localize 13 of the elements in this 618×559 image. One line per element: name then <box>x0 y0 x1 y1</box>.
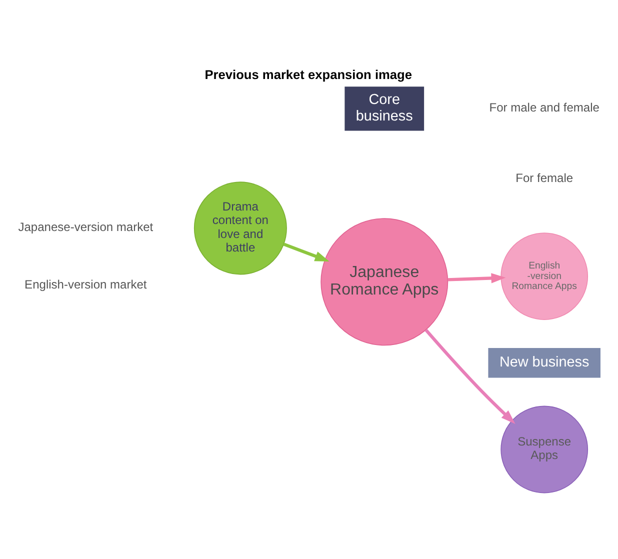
node-box: New business <box>488 348 600 378</box>
node-circle: Drama content on love and battle <box>194 182 287 275</box>
node-circle: English -version Romance Apps <box>500 232 588 320</box>
arrow <box>448 273 506 284</box>
diagram-title: Previous market expansion image <box>204 66 412 82</box>
arrow <box>283 242 330 262</box>
label: For male and female <box>489 100 600 115</box>
arrow <box>424 329 516 424</box>
label: For female <box>516 171 574 186</box>
node-box: Core business <box>344 86 424 131</box>
label: English-version market <box>24 278 147 292</box>
node-circle: Japanese Romance Apps <box>320 218 448 346</box>
label: Japanese-version market <box>18 220 154 234</box>
